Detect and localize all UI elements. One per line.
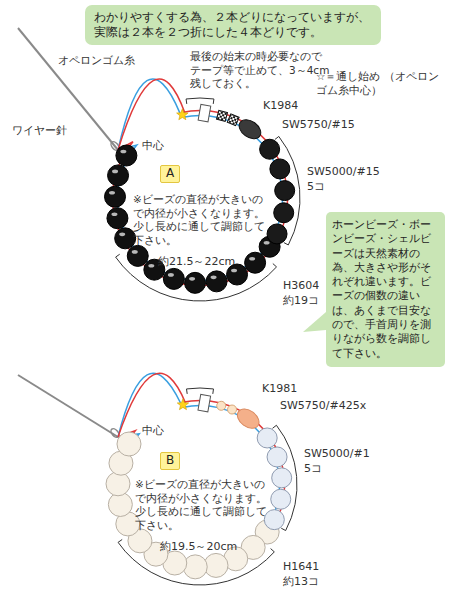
- start-star: [177, 399, 188, 410]
- part-number: SW5750/#15: [282, 118, 355, 132]
- part-number: SW5750/#425x: [280, 399, 366, 413]
- crystal-bead: [234, 405, 263, 432]
- bead-highlight: [119, 233, 125, 237]
- crystal-bead: [257, 428, 277, 448]
- bead: [206, 271, 227, 292]
- crystal-bead: [271, 489, 291, 509]
- crystal-bead: [275, 181, 295, 201]
- callout-box: ホーンビーズ・ボーンビーズ・シェルビーズは天然素材の為、大きさや形がそれぞれ違い…: [326, 212, 445, 367]
- bracket: [118, 539, 274, 585]
- elastic-strand: [113, 111, 288, 286]
- bead: [105, 186, 126, 207]
- crystal-bead: [272, 468, 292, 488]
- tape: [198, 394, 211, 411]
- bead: [127, 245, 148, 266]
- node-text: A: [166, 166, 174, 182]
- note: 最後の始末の時必要なので テープ等で止めて、3～4cm 残しておく。: [190, 50, 330, 91]
- crystal-bead: [264, 510, 284, 530]
- section-tag: A: [160, 165, 180, 183]
- part-number: H3604: [283, 279, 319, 293]
- bead: [108, 492, 132, 516]
- crystal-bead: [236, 116, 265, 143]
- bead-highlight: [109, 191, 115, 195]
- crystal-bead: [260, 139, 280, 159]
- bead: [116, 145, 137, 166]
- part-number: K1984: [263, 99, 298, 113]
- callout-pointer: [303, 312, 326, 332]
- part-number: SW5000/#15: [307, 165, 380, 179]
- bead-highlight: [249, 257, 255, 261]
- bead-highlight: [132, 250, 138, 254]
- bead-highlight: [231, 269, 237, 273]
- bead-count: 約13コ: [283, 575, 319, 589]
- node-text: わかりやすくする為、２本どりになっていますが、実際は２本を２つ折にした４本どりで…: [94, 10, 372, 40]
- elastic-strand: [115, 401, 284, 570]
- bead: [108, 165, 129, 186]
- bracket: [275, 136, 300, 245]
- part-name: オペロンゴム糸: [58, 54, 135, 68]
- bead-highlight: [264, 241, 270, 245]
- part-number: H1641: [283, 560, 319, 574]
- marker-text: 中心: [142, 139, 164, 153]
- bead-count: 約19コ: [283, 294, 319, 308]
- bead: [185, 272, 206, 293]
- bead: [106, 472, 130, 496]
- note-box: わかりやすくする為、２本どりになっていますが、実際は２本を２つ折にした４本どりで…: [85, 5, 381, 45]
- part-number: K1981: [262, 382, 297, 396]
- bead-highlight: [168, 273, 174, 277]
- marker-text: 中心: [142, 424, 164, 438]
- elastic-strand: [117, 116, 282, 281]
- bead-highlight: [112, 170, 118, 174]
- start-star: [177, 109, 188, 120]
- bead-highlight: [148, 264, 154, 268]
- note: ※ビーズの直径が大きいので内径が小さくなります。少し長めに通して調節して下さい。: [133, 193, 267, 248]
- bead: [117, 432, 141, 456]
- bead: [163, 268, 184, 289]
- bead-count: 5コ: [307, 180, 325, 194]
- crystal-bead: [270, 159, 290, 179]
- dimension: 約19.5～20cm: [160, 540, 237, 554]
- elastic-strand: [118, 406, 279, 565]
- crystal-bead: [267, 224, 287, 244]
- node-text: B: [166, 453, 174, 469]
- bracelet: [18, 373, 297, 585]
- small-bead: [216, 110, 227, 121]
- tape: [198, 104, 211, 121]
- bead-rings: [18, 28, 300, 585]
- dimension: 約21.5～22cm: [158, 255, 235, 269]
- bead-highlight: [189, 277, 195, 281]
- bead-highlight: [111, 212, 117, 216]
- section-tag: B: [160, 452, 180, 470]
- bead: [245, 252, 266, 273]
- bead: [183, 555, 207, 579]
- bracket: [186, 98, 214, 104]
- bead: [115, 228, 136, 249]
- crystal-bead: [267, 447, 287, 467]
- part-name: ワイヤー針: [12, 124, 67, 138]
- small-bead: [227, 114, 239, 126]
- note: ※ビーズの直径が大きいので内径が小さくなります。少し長めに通して調節して下さい。: [135, 478, 267, 533]
- bead-highlight: [120, 150, 126, 154]
- bead: [107, 208, 128, 229]
- crystal-bead: [274, 203, 294, 223]
- node-text: ホーンビーズ・ボーンビーズ・シェルビーズは天然素材の為、大きさや形がそれぞれ違い…: [332, 218, 439, 361]
- small-bead: [228, 405, 237, 414]
- part-number: SW5000/#1: [304, 447, 370, 461]
- bracket: [272, 425, 297, 530]
- bracket: [187, 388, 214, 394]
- wire-needle: [18, 375, 118, 437]
- small-bead: [217, 401, 226, 410]
- bead-highlight: [211, 276, 217, 280]
- legend-note: ☆＝通し始め （オペロンゴム糸中心）: [316, 70, 446, 97]
- bracket: [116, 254, 277, 301]
- bead-count: 5コ: [304, 462, 322, 476]
